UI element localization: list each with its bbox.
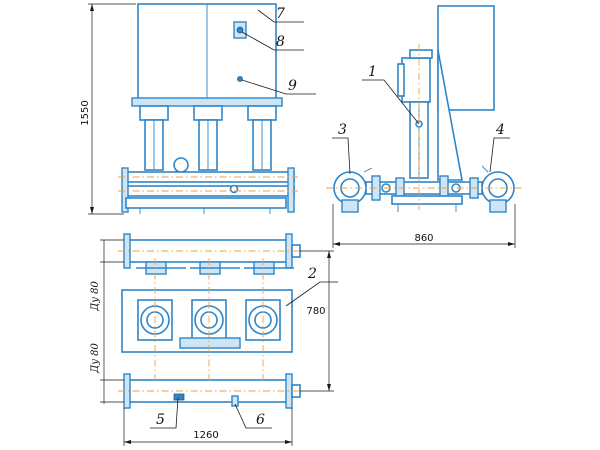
side-view [326,5,522,213]
nozzle-dimensions: Ду 80 Ду 80 [90,239,124,404]
cabinet-indicator [237,76,243,82]
callout-4: 4 [495,122,505,138]
width-dimension: 780 [300,250,334,392]
callout-7: 7 [276,6,285,22]
height-dimension: 1550 [80,3,136,215]
plan-pumps [137,299,281,341]
nozzle-bottom-label: Ду 80 [90,342,101,373]
nozzle-top-label: Ду 80 [90,280,101,311]
height-label: 1550 [80,100,91,125]
callout-9: 9 [288,78,297,94]
plan-valves [136,261,294,275]
length-label: 1260 [193,430,218,441]
sensor-port [231,395,239,407]
callout-1: 1 [368,64,377,80]
callout-5: 5 [156,412,165,428]
drain-valve [173,393,185,401]
side-motor [401,57,431,103]
length-dimension: 1260 [123,408,293,446]
width-label: 780 [306,306,325,317]
front-pumps [139,105,277,171]
side-base [391,195,463,205]
callout-2: 2 [307,266,317,282]
depth-label: 860 [414,233,433,244]
front-base-frame [125,197,287,209]
callout-3: 3 [338,122,347,138]
side-bracket [437,49,463,181]
depth-dimension: 860 [332,204,516,248]
callout-6: 6 [256,412,265,428]
front-gauge [173,157,189,173]
front-view [118,3,298,214]
plan-view [118,233,301,409]
callouts: 7 8 9 1 2 3 4 5 6 [150,6,510,429]
callout-8: 8 [276,34,285,50]
